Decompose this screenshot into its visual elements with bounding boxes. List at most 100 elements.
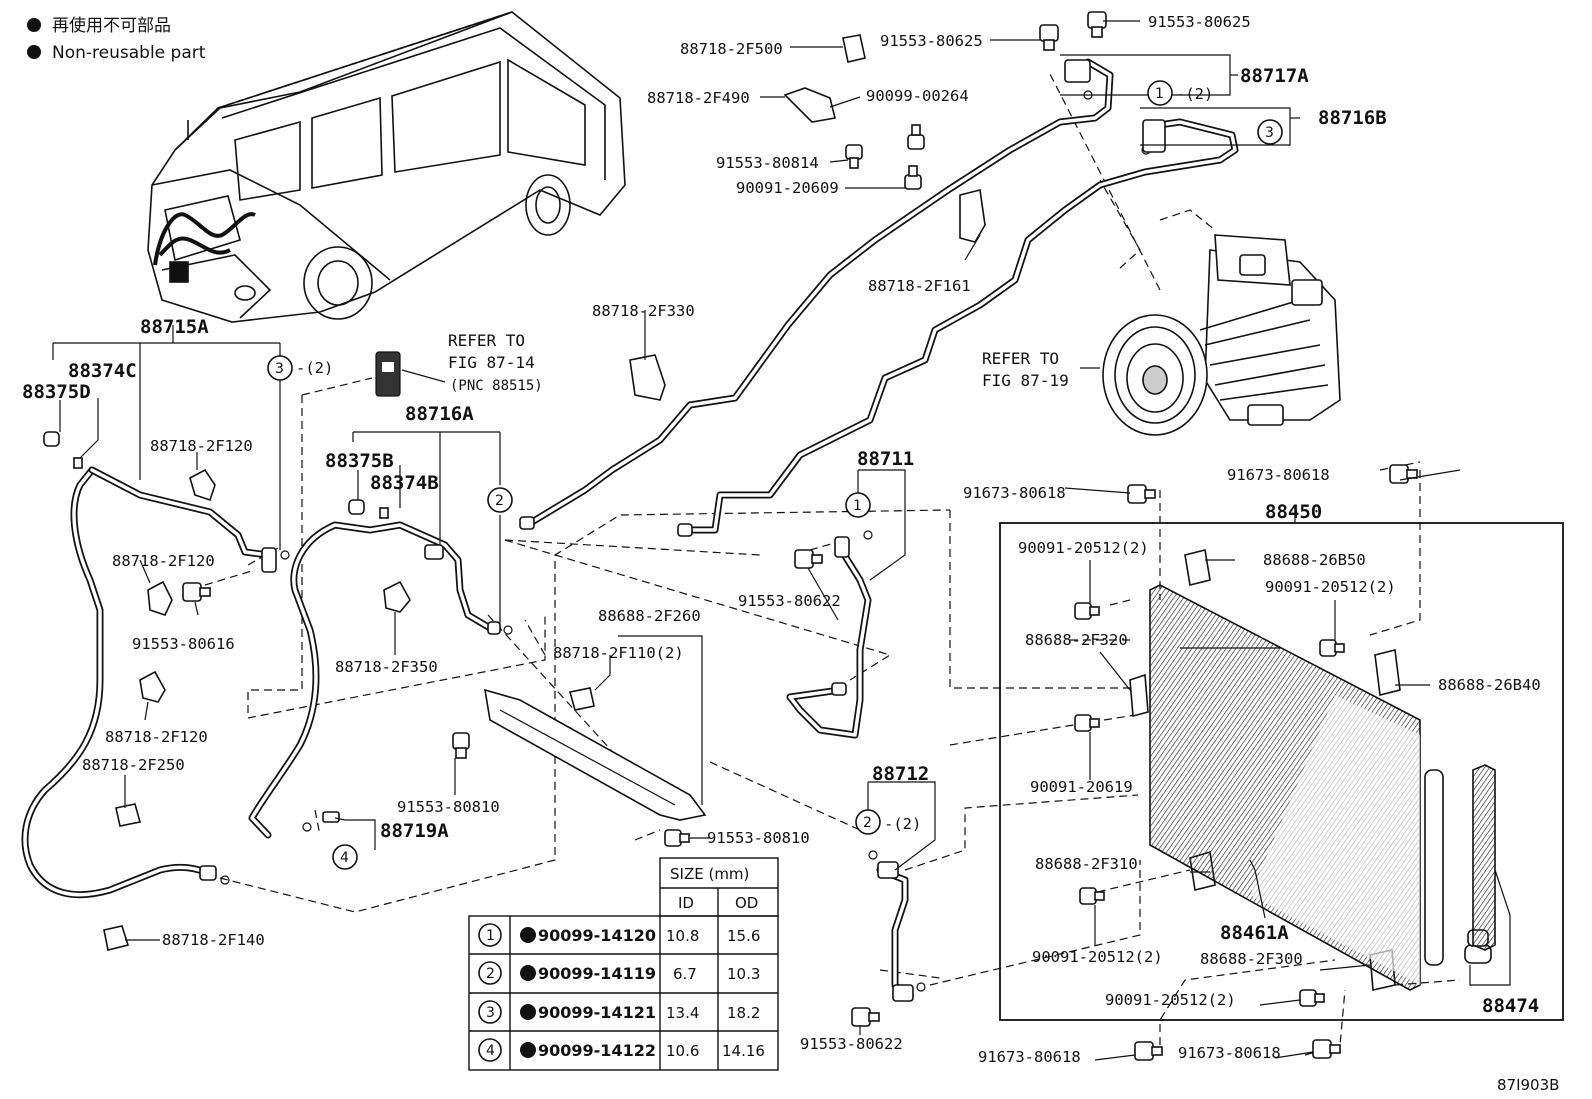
cap-icon	[43, 431, 60, 447]
part-label: 88718-2F490	[647, 89, 750, 107]
assembly-label-88461a: 88461A	[1220, 922, 1289, 944]
svg-text:3: 3	[1265, 125, 1274, 141]
bolt-icon	[1074, 714, 1100, 732]
size-table-row: 1 90099-14120 10.8 15.6	[478, 923, 760, 947]
condenser-assembly	[999, 522, 1564, 1021]
part-label: 88718-2F161	[868, 277, 971, 295]
part-label: 88374C	[68, 360, 137, 382]
svg-text:-(2): -(2)	[884, 815, 921, 833]
size-table-row: 4 90099-14122 10.6 14.16	[478, 1038, 765, 1062]
svg-text:2: 2	[863, 815, 872, 831]
part-label: 90091-20609	[736, 179, 839, 197]
part-label: 88375D	[22, 381, 91, 403]
clamp-icon	[959, 189, 986, 243]
valve-core-icon	[379, 507, 389, 519]
guide-lines	[204, 69, 1461, 1056]
svg-text:13.4: 13.4	[666, 1004, 699, 1022]
part-label: 91553-80810	[707, 829, 810, 847]
non-reusable-dot-icon	[520, 965, 536, 981]
part-label: 91553-80810	[397, 798, 500, 816]
clamp-icon	[629, 354, 666, 401]
part-label: 90091-20619	[1030, 778, 1133, 796]
assembly-label-88711: 88717A	[1240, 65, 1309, 87]
part-label: 88375B	[325, 450, 394, 472]
cap-icon	[348, 499, 365, 515]
part-label: 88718-2F120	[150, 437, 253, 455]
assembly-label-88719a: 88719A	[380, 820, 449, 842]
assembly-label-88716b: 88716A	[405, 403, 474, 425]
condenser-frame	[999, 522, 1564, 1021]
non-reusable-dot-icon	[27, 45, 41, 59]
part-label: 91673-80618	[978, 1048, 1081, 1066]
size-table: SIZE (mm) ID OD 1 90099-14120 10.8 15.6 …	[468, 857, 779, 1071]
part-label: 91553-80622	[738, 592, 841, 610]
size-table-row: 2 90099-14119 6.7 10.3	[478, 961, 760, 985]
size-table-header: SIZE (mm)	[670, 865, 749, 883]
part-label: 90099-00264	[866, 87, 969, 105]
bolt-icon	[182, 582, 211, 602]
size-table-row: 3 90099-14121 13.4 18.2	[478, 1000, 760, 1024]
expansion-valve-icon	[375, 351, 401, 397]
bolt-icon	[851, 1007, 880, 1027]
clamp-icon	[783, 87, 836, 123]
part-label: 88688-2F260	[598, 607, 701, 625]
bolt-icon	[1312, 1039, 1341, 1059]
assembly-label-88712: 88716B	[1318, 107, 1387, 129]
refer-note-line: FIG 87-14	[448, 353, 535, 372]
receiver-tank	[1424, 769, 1444, 966]
part-label: 91553-80622	[800, 1035, 903, 1053]
part-label: 91673-80618	[1178, 1044, 1281, 1062]
clamp-icon	[1374, 649, 1401, 696]
van-illustration	[147, 11, 626, 323]
svg-text:-(2): -(2)	[296, 359, 333, 377]
callout-1: 1	[845, 492, 871, 518]
svg-text:10.8: 10.8	[666, 927, 699, 945]
svg-text:15.6: 15.6	[727, 927, 760, 945]
refer-note-line: (PNC 88515)	[450, 378, 543, 394]
assembly-label-88716a: 88712	[872, 763, 929, 785]
part-label: 91553-80616	[132, 635, 235, 653]
part-label: 88718-2F110(2)	[553, 644, 684, 662]
clamp-icon	[568, 687, 595, 711]
non-reusable-dot-icon	[27, 18, 41, 32]
part-label: 90091-20512(2)	[1018, 539, 1149, 557]
svg-text:90099-14120: 90099-14120	[538, 926, 656, 945]
part-label: 88718-2F140	[162, 931, 265, 949]
part-label: 91553-80625	[1148, 13, 1251, 31]
clamp-icon	[1184, 549, 1211, 586]
bolt-icon	[452, 732, 470, 759]
non-reusable-dot-icon	[520, 1042, 536, 1058]
non-reusable-dot-icon	[520, 927, 536, 943]
bolt-icon	[904, 165, 922, 190]
part-label: 88688-2F320	[1025, 631, 1128, 649]
part-label: 91673-80618	[1227, 466, 1330, 484]
part-label: 88374B	[370, 472, 439, 494]
svg-text:2: 2	[495, 493, 504, 509]
legend-en: Non-reusable part	[52, 43, 206, 63]
figure-code: 87I903B	[1497, 1076, 1559, 1094]
part-label: 88688-2F300	[1200, 950, 1303, 968]
svg-text:3: 3	[486, 1005, 495, 1021]
svg-text:1: 1	[853, 498, 862, 514]
svg-text:90099-14122: 90099-14122	[538, 1041, 656, 1060]
callout-2: 2 -(2)	[855, 809, 921, 835]
clamp-icon	[189, 468, 216, 502]
bolt-icon	[1134, 1041, 1163, 1061]
size-table-col-id: ID	[678, 894, 694, 912]
legend: 再使用不可部品 Non-reusable part	[27, 15, 206, 63]
assembly-label-88717a: 88715A	[140, 316, 209, 338]
svg-text:1: 1	[1155, 86, 1164, 102]
clamp-icon	[842, 34, 866, 63]
part-label: 90091-20512(2)	[1032, 948, 1163, 966]
clamp-icon	[147, 580, 173, 616]
non-reusable-dot-icon	[520, 1004, 536, 1020]
clamp-icon	[139, 670, 166, 703]
part-label: 88688-2F310	[1035, 855, 1138, 873]
part-label: 88718-2F330	[592, 302, 695, 320]
bolt-icon	[1079, 887, 1105, 905]
svg-text:10.3: 10.3	[727, 965, 760, 983]
part-label: 88718-2F500	[680, 40, 783, 58]
compressor-illustration	[1102, 234, 1341, 436]
small-parts	[43, 11, 1492, 1061]
assembly-label-88715a: 88711	[857, 448, 914, 470]
